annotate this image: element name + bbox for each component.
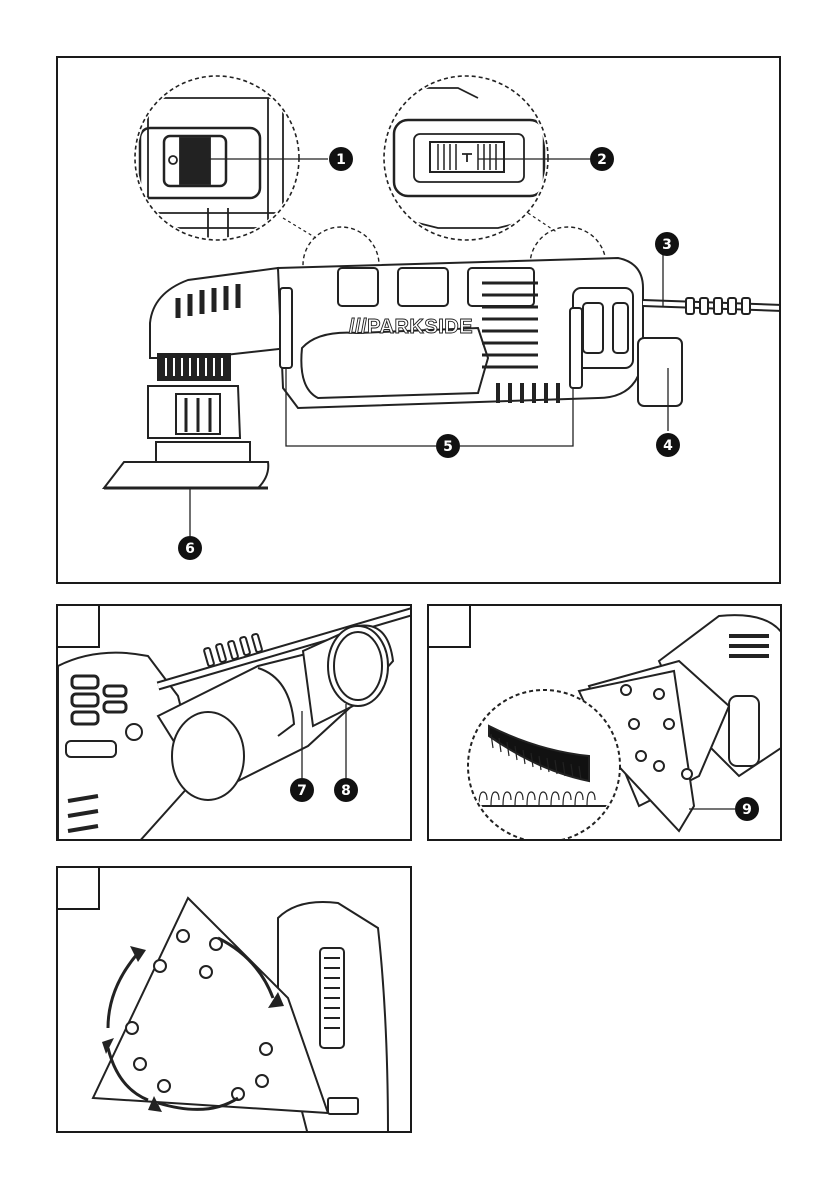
figure-a-dust-adapter: 7 8 [56, 604, 412, 841]
sheet-rotation-drawing [58, 868, 412, 1133]
figure-a-label-box [56, 604, 100, 648]
figure-b-label-box [427, 604, 471, 648]
svg-text:3: 3 [662, 237, 672, 253]
callout-7: 7 [290, 778, 314, 802]
callout-1: 1 [329, 147, 353, 171]
svg-text:4: 4 [663, 438, 673, 454]
svg-text:9: 9 [742, 802, 752, 818]
detail-circle-speed-dial [384, 76, 548, 240]
figure-b-sanding-sheet: 9 [427, 604, 782, 841]
callout-9: 9 [735, 797, 759, 821]
svg-text:1: 1 [336, 152, 346, 168]
main-overview-figure: ///PARKSIDE 1 2 3 4 [56, 56, 781, 584]
callout-6: 6 [178, 536, 202, 560]
figure-c-label-box [56, 866, 100, 910]
svg-text:7: 7 [297, 783, 307, 799]
callout-2: 2 [590, 147, 614, 171]
callout-8: 8 [334, 778, 358, 802]
svg-text:2: 2 [597, 152, 607, 168]
svg-text:8: 8 [341, 783, 351, 799]
figure-c-sheet-rotation [56, 866, 412, 1133]
callout-3: 3 [655, 232, 679, 256]
detail-circle-switch [135, 76, 299, 240]
dust-adapter-drawing: 7 8 [58, 606, 412, 841]
sander-overview-drawing: ///PARKSIDE 1 2 3 4 [58, 58, 781, 584]
callout-4: 4 [656, 433, 680, 457]
callout-5: 5 [436, 434, 460, 458]
svg-text:6: 6 [185, 541, 195, 557]
sanding-sheet-drawing: 9 [429, 606, 782, 841]
svg-text:5: 5 [443, 439, 453, 455]
brand-logo: ///PARKSIDE [349, 316, 473, 338]
